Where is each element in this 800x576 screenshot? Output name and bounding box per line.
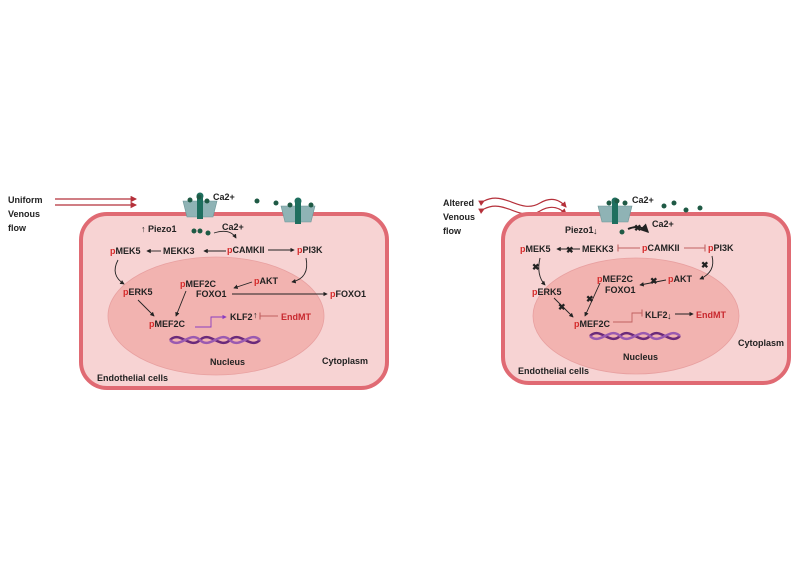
- transcription-arrow-icon: [195, 314, 227, 328]
- pmef2c-label: pMEF2C: [149, 319, 186, 329]
- up-arrow-icon: ↑: [253, 310, 258, 320]
- klf2-label: KLF2: [230, 312, 253, 322]
- klf2-label: KLF2: [645, 310, 668, 320]
- uniform-flow-arrows-icon: [55, 195, 138, 209]
- pmek5-label: pMEK5: [520, 244, 551, 254]
- pmek5-label: pMEK5: [110, 246, 141, 256]
- disturbed-flow-arrows-icon: [478, 197, 567, 215]
- pcamkii-label: pCAMKII: [227, 245, 265, 255]
- perk5-label: pERK5: [123, 287, 153, 297]
- endothelial-cells-label: Endothelial cells: [518, 366, 589, 376]
- pcamkii-label: pCAMKII: [642, 243, 680, 253]
- flow-label-line3: flow: [443, 226, 462, 236]
- blocked-x-icon: ✖: [566, 245, 574, 255]
- foxo1-label: FOXO1: [196, 289, 227, 299]
- mekk3-label: MEKK3: [163, 246, 195, 256]
- blocked-x-icons: ✖ ✖ ✖ ✖ ✖ ✖ ✖: [532, 223, 709, 312]
- nucleus-label: Nucleus: [210, 357, 245, 367]
- calcium-ions-icon: [606, 198, 703, 235]
- altered-flow-panel: Altered Venous flow Ca2+ Ca2+ Piezo1 ↓ p…: [443, 195, 791, 385]
- flow-label-line2: Venous: [8, 209, 40, 219]
- endmt-label: EndMT: [281, 312, 311, 322]
- nucleus: [532, 257, 740, 375]
- blocked-x-icon: ✖: [586, 294, 594, 304]
- foxo1-label: FOXO1: [605, 285, 636, 295]
- cytoplasm-label: Cytoplasm: [738, 338, 784, 348]
- down-arrow-icon: ↓: [593, 226, 598, 236]
- repression-line-icon: [613, 309, 643, 323]
- ca-inside-label: Ca2+: [222, 222, 244, 232]
- piezo1-label: Piezo1: [148, 224, 177, 234]
- calcium-ions-icon: [187, 194, 314, 236]
- flow-label-line1: Altered: [443, 198, 474, 208]
- nucleus: [107, 256, 325, 376]
- ppi3k-label: pPI3K: [708, 243, 734, 253]
- pmef2c-complex-label: pMEF2C: [180, 279, 217, 289]
- pmef2c-complex-label: pMEF2C: [597, 274, 634, 284]
- uniform-flow-panel: Uniform Venous flow Ca2+ Ca2+ ↑ Piezo1 p…: [8, 192, 389, 390]
- blocked-x-icon: ✖: [701, 260, 709, 270]
- flow-label-line2: Venous: [443, 212, 475, 222]
- pakt-label: pAKT: [254, 276, 278, 286]
- ca-outside-label: Ca2+: [213, 192, 235, 202]
- ca-outside-label: Ca2+: [632, 195, 654, 205]
- flow-label-line1: Uniform: [8, 195, 43, 205]
- perk5-label: pERK5: [532, 287, 562, 297]
- endmt-label: EndMT: [696, 310, 726, 320]
- piezo1-label: Piezo1: [565, 225, 594, 235]
- flow-label-line3: flow: [8, 223, 27, 233]
- nucleus-label: Nucleus: [623, 352, 658, 362]
- mekk3-label: MEKK3: [582, 244, 614, 254]
- blocked-x-icon: ✖: [650, 276, 658, 286]
- blocked-x-icon: ✖: [634, 223, 642, 233]
- piezo1-channel-icon: [280, 197, 316, 225]
- blocked-x-icon: ✖: [532, 262, 540, 272]
- pakt-label: pAKT: [668, 274, 692, 284]
- down-arrow-icon: ↓: [667, 311, 672, 321]
- cytoplasm-label: Cytoplasm: [322, 356, 368, 366]
- ppi3k-label: pPI3K: [297, 245, 323, 255]
- pfoxo1-label: pFOXO1: [330, 289, 366, 299]
- blocked-x-icon: ✖: [558, 302, 566, 312]
- endothelial-cells-label: Endothelial cells: [97, 373, 168, 383]
- ca-inside-label: Ca2+: [652, 219, 674, 229]
- pmef2c-label: pMEF2C: [574, 319, 611, 329]
- up-arrow-icon: ↑: [141, 224, 146, 234]
